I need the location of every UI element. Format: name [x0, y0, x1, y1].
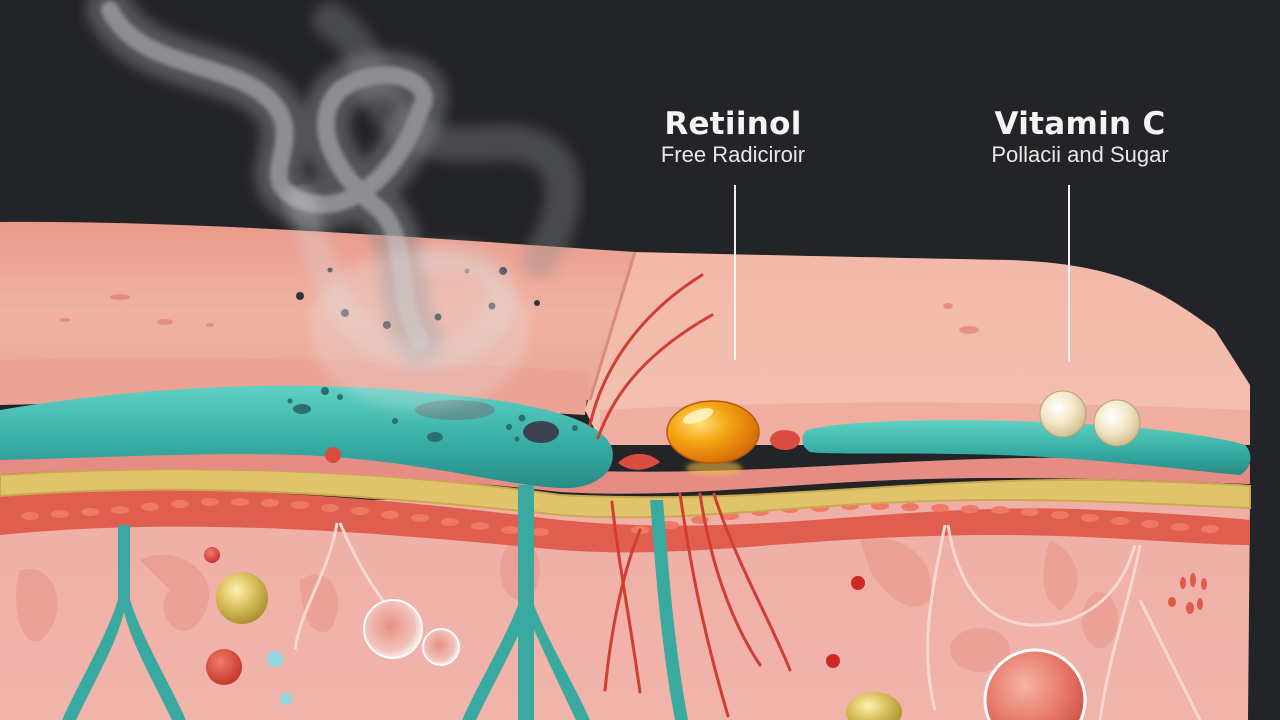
label-vitamin-c-title: Vitamin C	[994, 106, 1166, 142]
label-vitamin-c-subtitle: Pollacii and Sugar	[991, 142, 1169, 167]
label-vitamin-c: Vitamin C Pollacii and Sugar	[968, 106, 1192, 168]
red-clot	[618, 453, 660, 470]
dark-nodule	[523, 421, 559, 443]
red-fibers	[588, 273, 792, 718]
red-dot	[325, 447, 341, 463]
label-retinol-subtitle: Free Radiciroir	[660, 142, 806, 167]
vitamin-c-pearls	[1039, 390, 1141, 447]
smoke-plume	[86, 0, 581, 410]
teal-vessel-right	[802, 420, 1251, 475]
yellow-fat-layer	[0, 468, 1251, 519]
pink-band	[0, 446, 1250, 494]
cells	[204, 547, 1207, 720]
red-clot	[770, 430, 800, 450]
retinol-capsule	[666, 400, 760, 476]
dermis-layer	[0, 500, 1250, 720]
label-retinol-title: Retiinol	[664, 106, 802, 142]
teal-vessel-left	[0, 385, 688, 720]
label-retinol: Retiinol Free Radiciroir	[633, 106, 833, 168]
